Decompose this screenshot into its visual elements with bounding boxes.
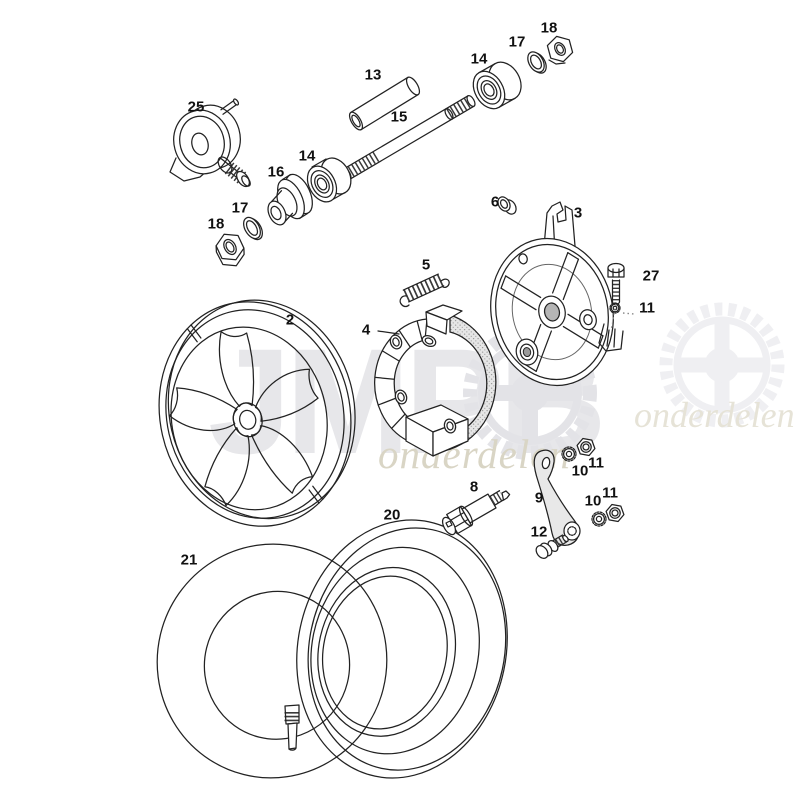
part-label-12: 12: [530, 523, 548, 541]
part-label-8: 8: [469, 478, 479, 496]
part-label-21: 21: [180, 551, 198, 569]
part-17-washer-mid-drawing: [240, 215, 266, 243]
leader-line-4: [378, 331, 399, 334]
part-label-11: 11: [602, 484, 618, 502]
part-label-15: 15: [390, 108, 408, 126]
part-11-nut-upper-drawing: [577, 439, 595, 456]
part-25-speedo-drive-drawing: [167, 98, 252, 189]
part-4-brake-shoes-drawing: [375, 305, 496, 456]
part-20-tire-drawing: [273, 500, 531, 798]
part-label-20: 20: [383, 506, 401, 524]
part-label-10: 10: [571, 462, 589, 480]
part-11-washer-right-drawing: [610, 303, 634, 330]
part-label-13: 13: [364, 66, 382, 84]
part-label-5: 5: [421, 256, 431, 274]
part-label-18: 18: [207, 215, 225, 233]
part-label-14: 14: [470, 50, 488, 68]
part-10-washer-lower-drawing: [592, 512, 606, 526]
part-27-bolt-drawing: [608, 264, 624, 305]
tube-valve-stem: [285, 705, 299, 750]
part-18-nut-mid-drawing: [216, 234, 244, 265]
part-2-wheel-drawing: [137, 281, 378, 545]
part-8-brake-cam-drawing: [440, 491, 510, 537]
part-label-16: 16: [267, 163, 285, 181]
part-18-nut-top-drawing: [547, 36, 572, 64]
part-label-11: 11: [588, 454, 604, 472]
part-label-3: 3: [573, 204, 583, 222]
part-label-9: 9: [534, 489, 544, 507]
part-10-washer-upper-drawing: [562, 447, 576, 461]
fork-end-tab-drawing: [599, 324, 623, 351]
part-12-bolt-drawing: [534, 535, 569, 561]
part-17-washer-top-drawing: [524, 49, 549, 76]
part-label-4: 4: [361, 321, 371, 339]
part-label-17: 17: [231, 199, 249, 217]
part-3-brake-plate-drawing: [477, 202, 626, 397]
part-label-2: 2: [285, 311, 295, 329]
part-16-bushing-drawing: [264, 170, 317, 227]
watermark-word-fragment: onderdelen: [634, 395, 795, 435]
part-14-bearing-top-drawing: [467, 56, 528, 114]
part-label-18: 18: [540, 19, 558, 37]
part-14-bearing-mid-drawing: [302, 153, 357, 207]
part-label-10: 10: [584, 492, 602, 510]
part-label-11: 11: [639, 299, 655, 317]
part-label-14: 14: [298, 147, 316, 165]
part-label-17: 17: [508, 33, 526, 51]
part-6-plug-drawing: [495, 195, 518, 216]
part-9-brake-arm-drawing: [534, 450, 580, 545]
part-13-spacer-tube-drawing: [347, 75, 422, 132]
part-11-nut-lower-drawing: [606, 505, 624, 522]
gear-watermark-icon-partial: [659, 302, 785, 428]
part-label-27: 27: [642, 267, 660, 285]
part-label-6: 6: [490, 193, 500, 211]
part-label-25: 25: [187, 98, 205, 116]
part-5-spring-drawing: [400, 274, 449, 306]
part-21-inner-tube-drawing: [132, 520, 411, 800]
